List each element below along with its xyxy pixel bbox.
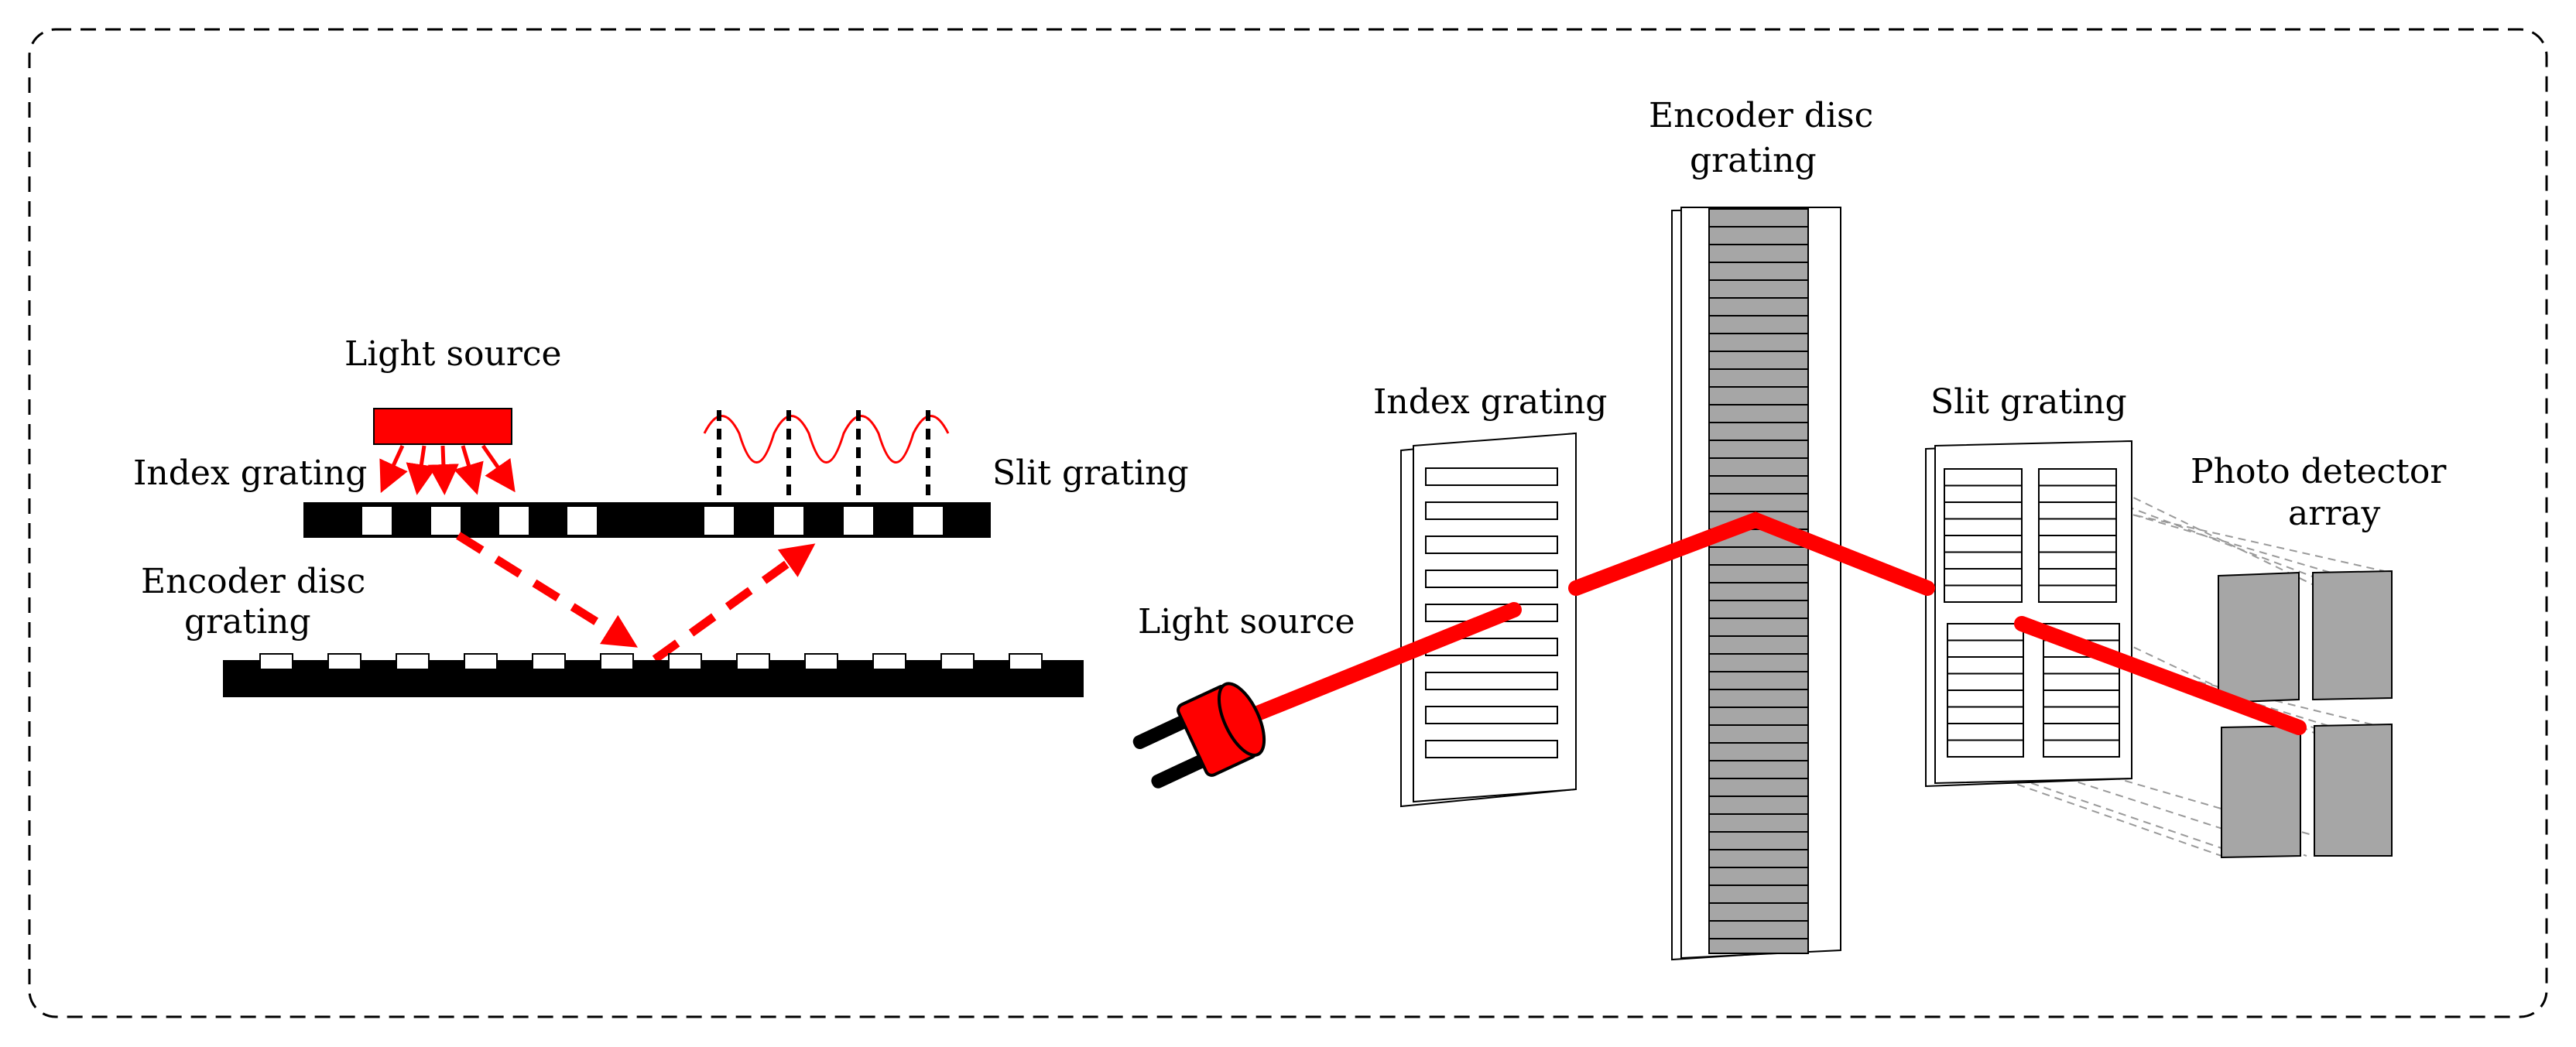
detector-cell-2	[2312, 570, 2393, 701]
photo-detector-array	[2218, 570, 2393, 859]
diagram-border	[28, 28, 2548, 1018]
right-encoder-disc-label-line1: Encoder disc	[1649, 96, 1873, 135]
right-slit-grating-label: Slit grating	[1930, 382, 2127, 422]
left-index-grating-label: Index grating	[133, 453, 367, 493]
left-grating-slots	[362, 507, 943, 535]
left-disc-slots	[259, 653, 1043, 670]
left-index-slit-grating-bar	[303, 502, 991, 538]
left-light-source	[373, 408, 512, 445]
right-encoder-disc-label-line2: grating	[1690, 141, 1817, 180]
signal-drop-lines	[717, 410, 930, 503]
slit-window-tl	[1944, 468, 2023, 603]
left-slit-grating-label: Slit grating	[992, 453, 1189, 493]
detector-cell-4	[2314, 723, 2393, 857]
slit-window-br	[2043, 623, 2120, 758]
right-slit-grating	[1925, 440, 2132, 788]
slit-window-tr	[2038, 468, 2117, 603]
right-light-source-plug	[1132, 682, 1266, 789]
right-encoder-disc	[1671, 207, 1841, 961]
disc-grating-track	[1708, 208, 1809, 954]
detector-cell-1	[2218, 571, 2300, 704]
slit-window-bl	[1947, 623, 2024, 758]
left-encoder-disc-label-line2: grating	[184, 602, 311, 642]
left-panel: Light source Index grating Slit grating …	[133, 334, 1189, 697]
signal-wave	[703, 415, 950, 464]
right-photo-detector-label-line2: array	[2288, 494, 2381, 533]
left-light-source-label: Light source	[344, 334, 562, 374]
light-rays	[379, 444, 516, 495]
right-panel: Encoder disc grating Index grating Slit …	[1132, 96, 2447, 961]
reflected-beam	[456, 532, 816, 663]
detector-cell-3	[2221, 724, 2301, 859]
left-encoder-disc-bar	[223, 660, 1084, 697]
left-encoder-disc-label-line1: Encoder disc	[141, 562, 365, 601]
light-beam-path	[1215, 512, 2307, 735]
right-photo-detector-label-line1: Photo detector	[2191, 452, 2447, 491]
right-index-grating-label: Index grating	[1373, 382, 1607, 422]
right-light-source-label: Light source	[1138, 602, 1355, 642]
